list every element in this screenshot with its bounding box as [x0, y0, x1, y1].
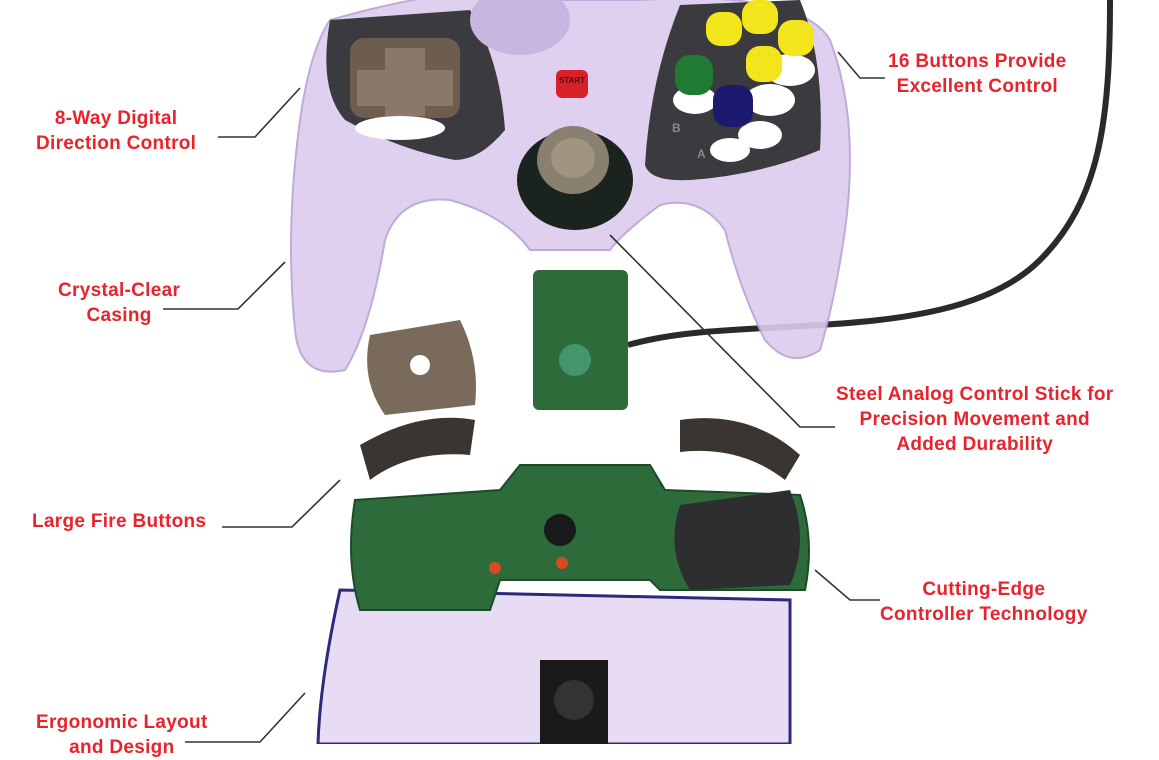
callout-line: Crystal-Clear: [58, 280, 181, 301]
callout-line: and Design: [69, 737, 175, 758]
callout-buttons: 16 Buttons Provide Excellent Control: [888, 49, 1067, 99]
controller-cable: [627, 0, 1113, 348]
c-down-button: [746, 46, 782, 82]
callout-line: Steel Analog Control Stick for: [836, 384, 1114, 405]
callout-fire: Large Fire Buttons: [32, 509, 206, 534]
a-button: [713, 85, 753, 127]
callout-line: Excellent Control: [896, 76, 1058, 97]
leader-lines: [163, 51, 885, 743]
c-up-button: [742, 0, 778, 34]
c-left-button: [706, 12, 742, 46]
callout-line: Ergonomic Layout: [36, 712, 208, 733]
top-grip-dome: [470, 0, 570, 55]
controller-exploded-illustration: START B A: [163, 0, 1113, 744]
small-circuit-board: [533, 270, 628, 410]
b-label: B: [672, 121, 681, 135]
right-trigger: [680, 418, 800, 480]
callout-line: Large Fire Buttons: [32, 511, 207, 532]
dpad-well: [355, 116, 445, 140]
callout-line: 8-Way Digital: [54, 108, 178, 129]
dpad-cross: [357, 48, 453, 116]
callout-tech: Cutting-Edge Controller Technology: [880, 577, 1088, 627]
b-button: [675, 55, 713, 95]
callout-dpad: 8-Way Digital Direction Control: [36, 106, 196, 156]
start-label: START: [559, 76, 585, 85]
callout-line: Casing: [86, 305, 152, 326]
rubber-button-pad: [674, 490, 800, 590]
c-right-button: [778, 20, 814, 56]
callout-line: Precision Movement and: [859, 409, 1090, 430]
callout-line: Added Durability: [896, 434, 1054, 455]
callout-line: Direction Control: [36, 133, 197, 154]
left-trigger: [360, 417, 475, 480]
callout-line: Cutting-Edge: [922, 579, 1046, 600]
callout-line: Controller Technology: [880, 604, 1088, 625]
callout-casing: Crystal-Clear Casing: [58, 278, 180, 328]
a-label: A: [697, 147, 706, 161]
start-button: [556, 70, 588, 98]
callout-ergonomic: Ergonomic Layout and Design: [36, 710, 208, 760]
callout-line: 16 Buttons Provide: [888, 51, 1067, 72]
callout-stick: Steel Analog Control Stick for Precision…: [836, 382, 1114, 457]
